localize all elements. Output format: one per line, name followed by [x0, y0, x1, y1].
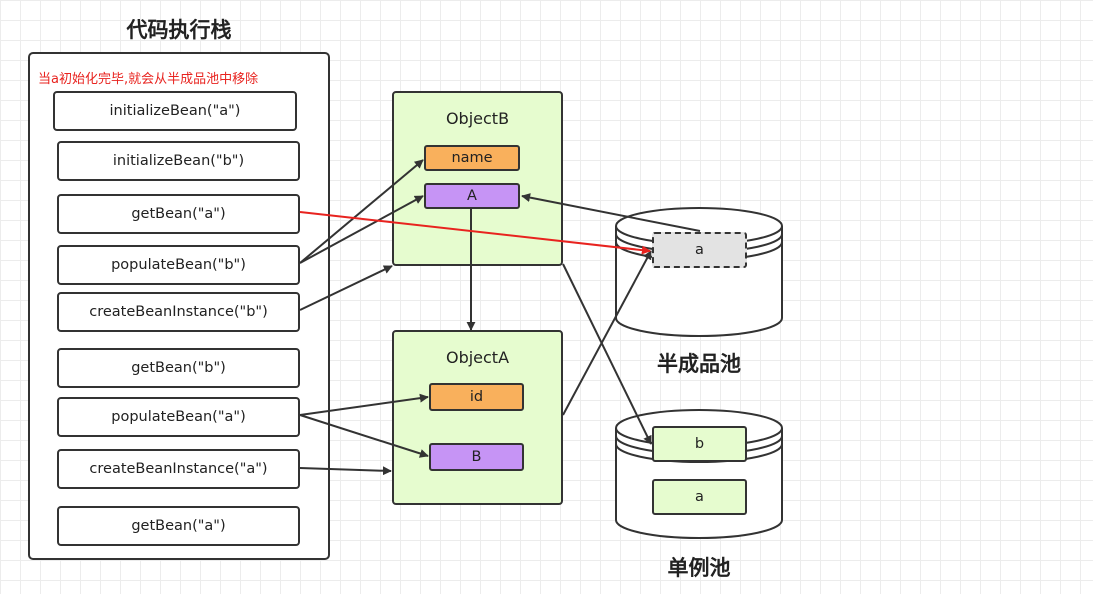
stack-step: getBean("a")	[57, 194, 300, 234]
singleton-pool-label: 单例池	[667, 556, 731, 580]
arrow-populate-b-to-name	[299, 159, 424, 264]
stack-title: 代码执行栈	[126, 18, 232, 42]
arrow-half-a-to-field-a	[521, 193, 701, 232]
arrow-create-b-to-objectb	[299, 265, 393, 311]
arrow-getbean-a-to-half-a	[299, 211, 651, 255]
arrow-populate-a-to-b	[299, 414, 429, 458]
half-pool-label: 半成品池	[657, 352, 741, 376]
arrow-objectb-to-singleton-b	[562, 263, 652, 445]
arrow-populate-a-to-id	[299, 393, 429, 416]
arrow-create-a-to-objecta	[299, 466, 392, 476]
object-b-field-a: A	[424, 183, 520, 209]
singleton-pool-item-b: b	[652, 426, 747, 462]
stack-step: populateBean("a")	[57, 397, 300, 437]
object-b-box: ObjectB	[392, 91, 563, 266]
object-a-box: ObjectA	[392, 330, 563, 505]
stack-step: populateBean("b")	[57, 245, 300, 285]
object-a-field-b: B	[429, 443, 524, 471]
stack-note: 当a初始化完毕,就会从半成品池中移除	[38, 72, 259, 87]
stack-step: createBeanInstance("a")	[57, 449, 300, 489]
stack-step: getBean("b")	[57, 348, 300, 388]
object-a-title: ObjectA	[445, 348, 510, 367]
half-pool-item-a: a	[652, 232, 747, 268]
object-b-title: ObjectB	[445, 109, 510, 128]
arrow-populate-b-to-a	[299, 195, 424, 264]
stack-step: initializeBean("a")	[53, 91, 297, 131]
stack-step: initializeBean("b")	[57, 141, 300, 181]
stack-step: createBeanInstance("b")	[57, 292, 300, 332]
object-a-field-id: id	[429, 383, 524, 411]
object-b-field-name: name	[424, 145, 520, 171]
arrow-objecta-to-half-a	[562, 250, 652, 416]
stack-step: getBean("a")	[57, 506, 300, 546]
singleton-pool-item-a: a	[652, 479, 747, 515]
